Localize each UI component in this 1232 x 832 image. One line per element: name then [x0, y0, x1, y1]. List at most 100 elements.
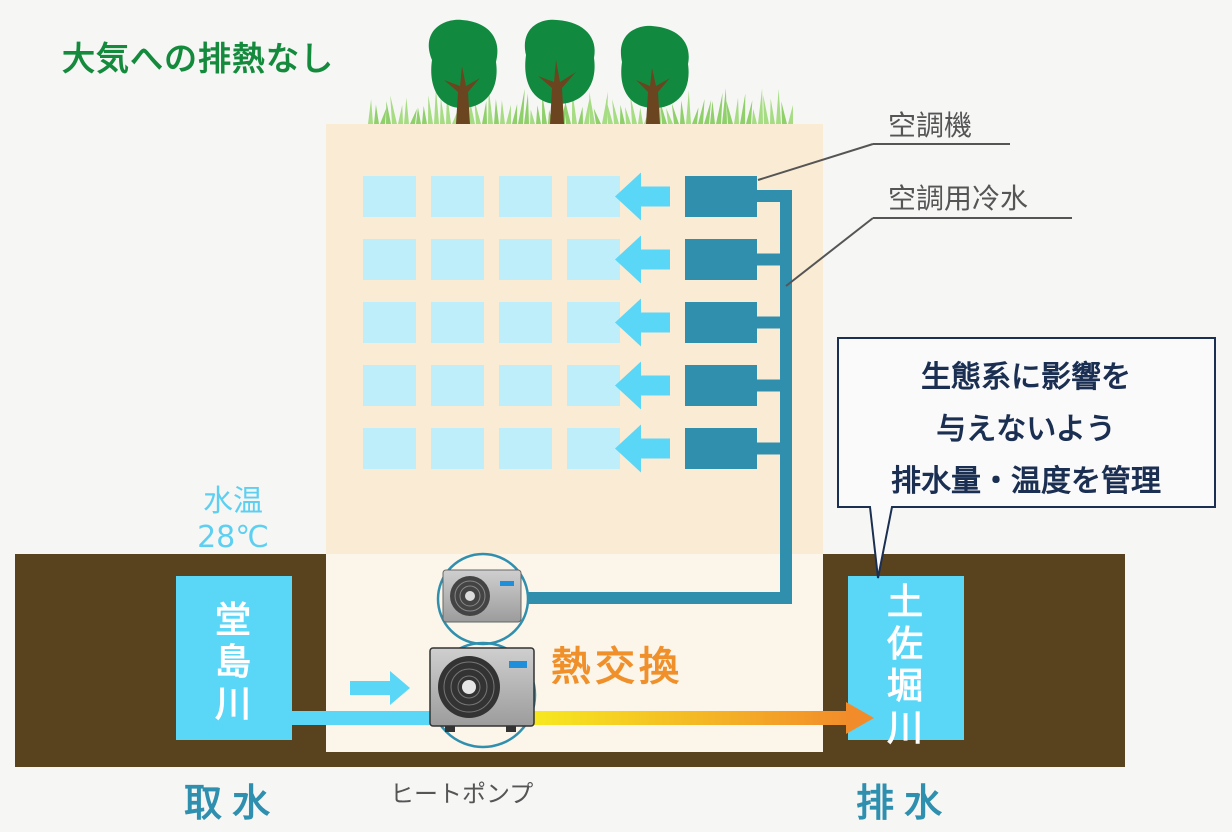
- discharge-pipe: [534, 711, 850, 725]
- water-temperature-value: 28℃: [197, 520, 269, 555]
- window: [431, 176, 484, 217]
- tree-icon: [620, 25, 689, 124]
- grass-blade: [428, 95, 433, 124]
- window: [499, 239, 552, 280]
- pipe-branch: [757, 253, 787, 266]
- grass-blade: [474, 100, 481, 124]
- grass-blade: [671, 103, 679, 124]
- grass-blade: [692, 107, 699, 124]
- grass-blade: [390, 95, 397, 124]
- window: [567, 428, 620, 469]
- ac-unit: [685, 239, 757, 280]
- window: [431, 302, 484, 343]
- grass-blade: [410, 108, 417, 124]
- grass-blade: [638, 107, 643, 124]
- window: [363, 428, 416, 469]
- window: [499, 176, 552, 217]
- bubble-line: 排水量・温度を管理: [891, 464, 1161, 499]
- grass-blade: [374, 104, 379, 124]
- grass-blade: [506, 104, 511, 124]
- arrow-icon: [615, 298, 670, 347]
- river-char: 土: [886, 582, 923, 623]
- grass-blade: [716, 92, 723, 124]
- window: [363, 176, 416, 217]
- grass-blade: [422, 105, 427, 124]
- grass-blade: [680, 100, 685, 124]
- grass-blade: [602, 91, 608, 124]
- grass-blade: [620, 104, 625, 124]
- pipe-branch: [757, 379, 787, 392]
- grass-blade: [770, 98, 775, 124]
- bubble-content: 生態系に影響を 与えないよう 排水量・温度を管理: [841, 352, 1211, 508]
- discharge-label: 排水: [856, 781, 953, 825]
- grass-blade: [380, 108, 387, 124]
- grass-blade: [416, 107, 421, 124]
- discharge-river-name: 土 佐 堀 川: [883, 582, 927, 750]
- pipe-branch: [757, 442, 787, 455]
- river-char: 堂: [214, 600, 251, 641]
- intake-river: [176, 576, 292, 740]
- grass-blade: [788, 104, 793, 124]
- intake-label: 取水: [184, 781, 281, 825]
- intake-pipe: [292, 711, 432, 725]
- grass-blade: [542, 93, 547, 124]
- pipe-branch: [757, 316, 787, 329]
- bubble-line: 生態系に影響を: [921, 360, 1131, 395]
- grass-blade: [710, 100, 715, 124]
- callout-line-ac: [757, 143, 874, 181]
- grass-blade: [776, 88, 781, 124]
- grass-blade: [578, 106, 583, 124]
- grass-blade: [722, 88, 727, 124]
- ac-units: [685, 176, 787, 469]
- grass-blade: [536, 105, 541, 124]
- outdoor-unit-icon: [436, 552, 530, 646]
- ac-unit: [685, 176, 757, 217]
- arrow-icon: [846, 702, 874, 734]
- window: [363, 302, 416, 343]
- arrow-icon: [350, 671, 410, 705]
- grass-blade: [564, 99, 571, 124]
- bubble-line: 与えないよう: [936, 412, 1116, 447]
- outdoor-unit-icon: [429, 641, 537, 749]
- arrow-icon: [615, 361, 670, 410]
- grass-blade: [584, 95, 591, 124]
- grass-blade: [758, 88, 763, 124]
- grass-blade: [660, 102, 667, 124]
- callout-label-chilled-water: 空調用冷水: [888, 182, 1029, 215]
- heat-pump-label: ヒートポンプ: [390, 780, 534, 808]
- grass-blade: [386, 100, 391, 124]
- grass-blade: [612, 99, 619, 124]
- river-char: 堀: [886, 666, 923, 707]
- grass-blade: [734, 97, 739, 124]
- window: [567, 176, 620, 217]
- window: [567, 239, 620, 280]
- grass-blade: [763, 95, 769, 124]
- grass-blade: [666, 108, 673, 124]
- grass-blade: [606, 99, 613, 124]
- window: [567, 365, 620, 406]
- grass-blade: [500, 100, 505, 124]
- water-temperature-label: 水温: [203, 484, 263, 519]
- discharge-river: [848, 576, 964, 740]
- tree-icon: [524, 19, 595, 124]
- ac-unit: [685, 302, 757, 343]
- grass-blade: [482, 100, 487, 124]
- river-char: 川: [214, 684, 251, 725]
- window: [499, 365, 552, 406]
- arrow-icon: [615, 424, 670, 473]
- intake-river-name: 堂 島 川: [211, 600, 255, 726]
- window: [431, 428, 484, 469]
- grass-blade: [752, 108, 757, 124]
- grass-blade: [746, 100, 753, 124]
- window: [567, 302, 620, 343]
- window: [363, 365, 416, 406]
- window: [499, 302, 552, 343]
- speech-bubble: [837, 337, 1216, 579]
- pipe-branch: [757, 190, 787, 202]
- grass-blade: [698, 99, 705, 124]
- grass-blade: [726, 100, 733, 124]
- grass-blade: [589, 91, 595, 124]
- window: [363, 239, 416, 280]
- window: [431, 365, 484, 406]
